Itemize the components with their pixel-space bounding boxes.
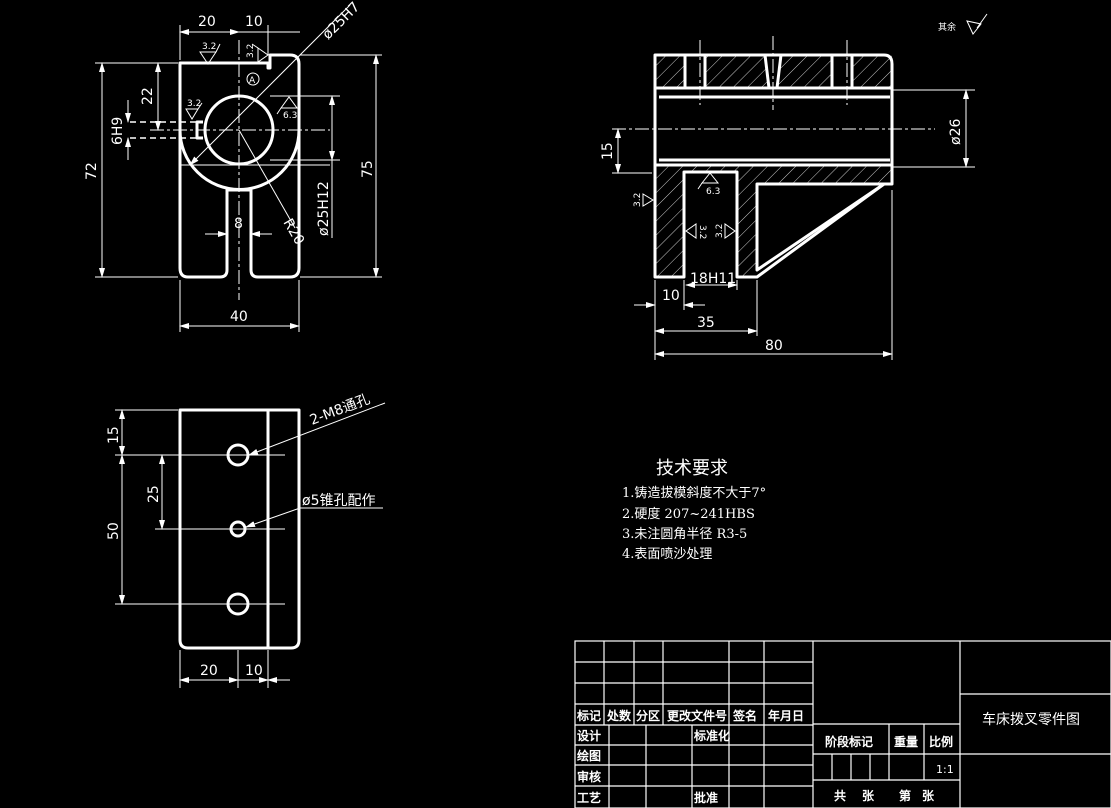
dim-22: 22 — [140, 87, 156, 105]
dim-75: 75 — [360, 160, 376, 178]
datum-a-marker — [246, 72, 260, 86]
tb-drawing: 绘图 — [577, 748, 601, 763]
section-view: ø26 15 18H11 10 35 80 6.3 3.2 3.2 3.2 其余 — [600, 13, 988, 360]
tech-item: 2.硬度 207~241HBS — [622, 506, 755, 522]
tb-sheets: 张 — [862, 788, 875, 803]
note-2-m8: 2-M8通孔 — [308, 391, 373, 428]
dim-18h11: 18H11 — [690, 271, 736, 287]
dim-side-10: 10 — [245, 663, 263, 679]
dim-side-15: 15 — [106, 426, 122, 444]
dim-72: 72 — [84, 162, 100, 180]
dim-r20: R20 — [280, 216, 308, 248]
tech-requirements: 技术要求 1.铸造拔模斜度不大于7° 2.硬度 207~241HBS 3.未注圆… — [622, 458, 766, 562]
tb-zone: 分区 — [636, 708, 660, 723]
dim-8: 8 — [234, 216, 243, 232]
tb-scale-value: 1:1 — [936, 763, 954, 776]
dim-d25h12: ø25H12 — [316, 181, 332, 236]
tb-standardization: 标准化 — [693, 728, 730, 743]
roughness-top-2: 3.2 — [246, 44, 256, 58]
roughness-top-1: 3.2 — [202, 42, 216, 52]
tech-item: 4.表面喷沙处理 — [622, 547, 712, 562]
dim-section-10: 10 — [662, 288, 680, 304]
title-block: 标记 处数 分区 更改文件号 签名 年月日 设计 标准化 绘图 审核 工艺 批准… — [574, 640, 1111, 808]
tb-total: 共 — [834, 788, 846, 803]
dim-d26: ø26 — [948, 119, 964, 145]
roughness-general-icon — [966, 13, 988, 35]
tb-date: 年月日 — [768, 708, 804, 723]
tb-weight: 重量 — [894, 734, 918, 749]
dim-40: 40 — [230, 309, 248, 325]
dim-35: 35 — [697, 315, 715, 331]
side-view: 15 50 25 2-M8通孔 ø5锥孔配作 20 10 — [106, 391, 386, 688]
top-view: ø25H7 R20 20 10 72 22 6H9 75 ø25H12 — [84, 0, 382, 332]
dim-top-20: 20 — [198, 14, 216, 30]
tech-item: 1.铸造拔模斜度不大于7° — [622, 485, 766, 501]
tb-scale-label: 比例 — [929, 734, 953, 749]
surface-note: 其余 — [938, 21, 956, 33]
dim-25: 25 — [146, 485, 162, 503]
side-view-outline — [178, 408, 301, 650]
tb-sheet-no: 第 — [899, 788, 911, 803]
tb-mark: 标记 — [576, 708, 601, 723]
roughness-sec-1: 6.3 — [706, 187, 720, 197]
drawing-title: 车床拨叉零件图 — [982, 711, 1080, 728]
tech-heading: 技术要求 — [656, 458, 728, 479]
tb-stage-mark: 阶段标记 — [825, 734, 873, 749]
roughness-sec-3: 3.2 — [697, 225, 707, 239]
roughness-sec-2: 3.2 — [633, 193, 643, 207]
dim-side-20: 20 — [200, 663, 218, 679]
section-outline — [653, 53, 894, 279]
roughness-sec-4: 3.2 — [715, 224, 725, 238]
tb-process: 工艺 — [577, 790, 601, 805]
tb-review: 审核 — [577, 769, 601, 784]
dim-d25h7: ø25H7 — [320, 0, 364, 43]
tb-design: 设计 — [577, 728, 601, 743]
tb-count: 处数 — [606, 708, 632, 723]
dim-top-10: 10 — [245, 14, 263, 30]
dim-6h9: 6H9 — [110, 117, 126, 145]
tb-change-doc: 更改文件号 — [667, 708, 727, 723]
note-taper-pin: ø5锥孔配作 — [302, 493, 375, 509]
tb-signature: 签名 — [732, 708, 757, 723]
tb-sheet-of: 张 — [922, 788, 935, 803]
dim-80: 80 — [765, 338, 783, 354]
dim-section-15: 15 — [600, 142, 616, 160]
datum-a: A — [249, 76, 256, 86]
roughness-top-3: 3.2 — [187, 99, 201, 109]
roughness-top-4: 6.3 — [283, 111, 297, 121]
tb-approve: 批准 — [694, 790, 718, 805]
dim-50: 50 — [106, 522, 122, 540]
tech-item: 3.未注圆角半径 R3-5 — [622, 527, 747, 542]
